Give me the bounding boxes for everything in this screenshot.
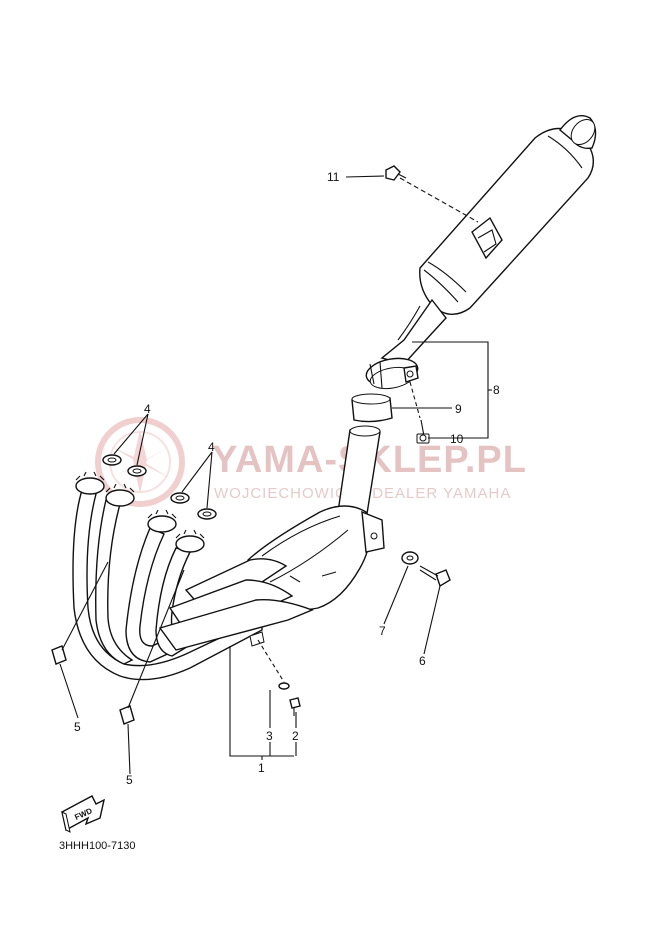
screw bbox=[289, 697, 301, 716]
header-flange bbox=[147, 509, 177, 533]
washer bbox=[401, 551, 419, 565]
protector-cap bbox=[119, 705, 135, 725]
callout-4-left: 4 bbox=[144, 402, 151, 416]
header-flange bbox=[175, 529, 205, 553]
exhaust-gasket-ring bbox=[351, 393, 393, 423]
exhaust-gasket bbox=[197, 508, 217, 520]
callout-11: 11 bbox=[327, 170, 340, 184]
callout-10: 10 bbox=[450, 432, 464, 446]
callout-5-left: 5 bbox=[74, 720, 81, 734]
callout-3: 3 bbox=[266, 729, 273, 743]
callout-4-right: 4 bbox=[208, 440, 215, 454]
leader-lines bbox=[59, 175, 492, 775]
muffler-silencer bbox=[380, 115, 597, 365]
callout-7: 7 bbox=[379, 624, 386, 638]
spring-clip bbox=[278, 682, 290, 690]
yamaha-logo-watermark bbox=[95, 417, 185, 507]
callout-5-right: 5 bbox=[126, 773, 133, 787]
callout-6: 6 bbox=[419, 654, 426, 668]
header-flange bbox=[75, 471, 105, 495]
forward-direction-arrow: FWD bbox=[61, 795, 106, 833]
diagram-code: 3HHH100-7130 bbox=[59, 840, 135, 852]
protector-cap bbox=[51, 645, 67, 665]
callout-1: 1 bbox=[258, 761, 265, 775]
exhaust-gasket bbox=[127, 465, 147, 477]
header-flange bbox=[105, 483, 135, 507]
exhaust-clamp bbox=[365, 357, 419, 390]
callout-2: 2 bbox=[292, 729, 299, 743]
exhaust-gasket bbox=[170, 492, 190, 504]
callouts: 11 8 9 10 4 4 5 5 7 6 3 2 1 bbox=[74, 170, 500, 787]
callout-9: 9 bbox=[455, 402, 462, 416]
exhaust-pipe-assembly bbox=[72, 425, 385, 681]
clamp-bolt bbox=[416, 419, 430, 444]
flange-bolt bbox=[419, 565, 451, 588]
callout-8: 8 bbox=[493, 383, 500, 397]
muffler-mount-bolt bbox=[385, 165, 407, 181]
exhaust-gasket bbox=[102, 454, 122, 466]
